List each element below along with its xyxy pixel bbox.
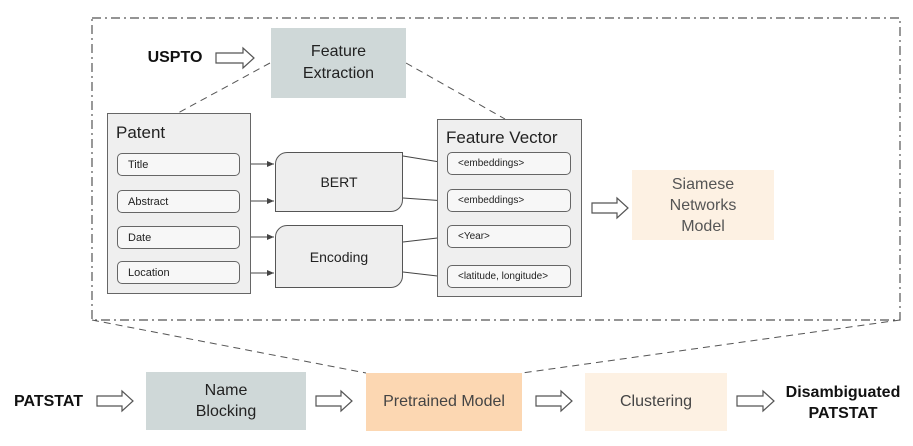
siamese-line1: Siamese bbox=[671, 175, 735, 193]
feature-vector-title: Feature Vector bbox=[446, 128, 558, 147]
zoom-line-left bbox=[91, 319, 367, 374]
feature-extraction-line2: Extraction bbox=[302, 65, 375, 82]
zoom-line-right bbox=[521, 319, 901, 374]
fv-embeddings-2: <embeddings> bbox=[447, 189, 571, 212]
pretrained-model-box: Pretrained Model bbox=[366, 373, 522, 431]
output-label: Disambiguated PATSTAT bbox=[776, 381, 910, 425]
block-arrow-uspto bbox=[215, 46, 255, 70]
field-date: Date bbox=[117, 226, 240, 249]
patstat-label: PATSTAT bbox=[13, 393, 84, 410]
name-blocking-box: Name Blocking bbox=[146, 372, 306, 430]
detail-frame bbox=[91, 17, 901, 321]
fv-lat-long: <latitude, longitude> bbox=[447, 265, 571, 288]
field-abstract: Abstract bbox=[117, 190, 240, 213]
output-line2: PATSTAT bbox=[808, 405, 878, 422]
block-arrow-pretrained bbox=[535, 389, 573, 413]
extract-line-right bbox=[405, 62, 506, 120]
fv-embeddings-1: <embeddings> bbox=[447, 152, 571, 175]
output-line1: Disambiguated bbox=[785, 384, 901, 401]
field-title: Title bbox=[117, 153, 240, 176]
field-location: Location bbox=[117, 261, 240, 284]
block-arrow-patstat bbox=[96, 389, 134, 413]
clustering-box: Clustering bbox=[585, 373, 727, 431]
name-blocking-line2: Blocking bbox=[195, 403, 257, 420]
block-arrow-clustering bbox=[736, 389, 775, 413]
block-arrow-blocking bbox=[315, 389, 353, 413]
siamese-box: Siamese Networks Model bbox=[632, 170, 774, 240]
bert-box: BERT bbox=[275, 152, 403, 212]
extract-line-left bbox=[177, 62, 271, 114]
patent-title: Patent bbox=[116, 123, 166, 142]
encoding-box: Encoding bbox=[275, 225, 403, 288]
block-arrow-fv-siamese bbox=[591, 196, 629, 220]
feature-extraction-line1: Feature bbox=[310, 43, 367, 60]
feature-extraction-box: Feature Extraction bbox=[271, 28, 406, 98]
uspto-label: USPTO bbox=[147, 49, 203, 66]
siamese-line2: Networks bbox=[669, 196, 737, 214]
fv-year: <Year> bbox=[447, 225, 571, 248]
siamese-line3: Model bbox=[681, 217, 725, 235]
name-blocking-line1: Name bbox=[204, 382, 248, 399]
